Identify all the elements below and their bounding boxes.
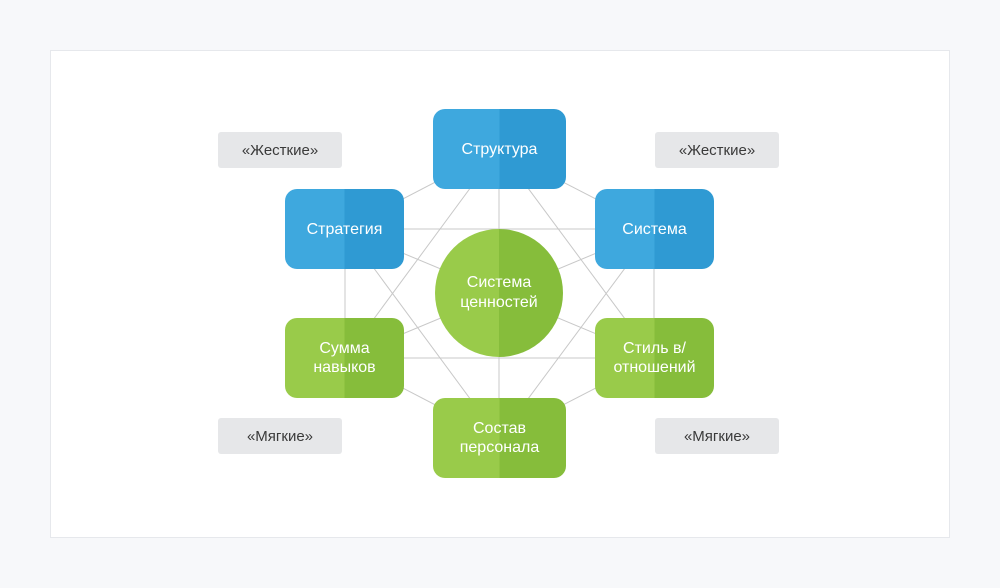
hard-factors-tag-right: «Жесткие» (655, 132, 779, 168)
shared-values-node: Система ценностей (435, 229, 563, 357)
style-label-line1: Стиль в/ (623, 340, 686, 357)
strategy-node: Стратегия (285, 189, 404, 269)
staff-label-line1: Состав (472, 420, 526, 437)
system-label: Система (622, 220, 687, 238)
soft-factors-tag-right: «Мягкие» (655, 418, 779, 454)
skills-node: Сумма навыков (285, 318, 404, 398)
staff-node: Состав персонала (433, 398, 566, 478)
style-node: Стиль в/ отношений (595, 318, 714, 398)
structure-label: Структура (461, 140, 538, 158)
style-label: Стиль в/ отношений (613, 339, 695, 377)
shared-values-label-line2: ценностей (460, 294, 538, 311)
strategy-label: Стратегия (306, 220, 383, 238)
system-node: Система (595, 189, 714, 269)
soft-factors-tag-left: «Мягкие» (218, 418, 342, 454)
skills-label: Сумма навыков (313, 339, 375, 377)
skills-label-line1: Сумма (319, 340, 370, 357)
hard-factors-tag-left: «Жесткие» (218, 132, 342, 168)
skills-label-line2: навыков (313, 359, 376, 376)
structure-node: Структура (433, 109, 566, 189)
staff-label-line2: персонала (459, 439, 540, 456)
staff-label: Состав персонала (460, 419, 540, 457)
style-label-line2: отношений (613, 359, 696, 376)
shared-values-label-line1: Система (466, 274, 532, 291)
shared-values-label: Система ценностей (460, 273, 537, 313)
